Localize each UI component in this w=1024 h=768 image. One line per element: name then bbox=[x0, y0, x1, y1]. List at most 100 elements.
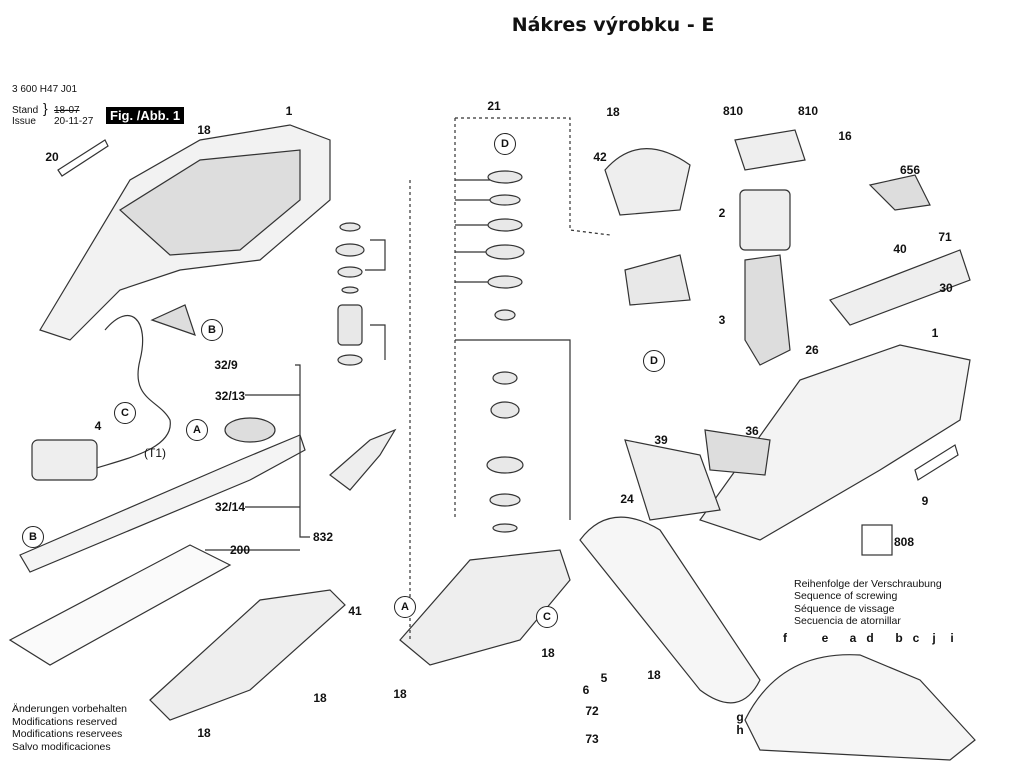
part-label: 73 bbox=[585, 732, 599, 746]
blade-assembly bbox=[19, 434, 306, 573]
callout-a: A bbox=[394, 596, 416, 618]
callout-b: B bbox=[201, 319, 223, 341]
part-label: 42 bbox=[593, 150, 607, 164]
part-label: 71 bbox=[938, 230, 952, 244]
bearing-housing bbox=[624, 254, 691, 306]
stator-2 bbox=[739, 189, 791, 251]
note-en: Modifications reserved bbox=[12, 715, 118, 728]
part-label: 18 bbox=[393, 687, 407, 701]
brace: } bbox=[43, 100, 48, 116]
leader-21 bbox=[409, 117, 611, 640]
sequence-letter: i bbox=[950, 631, 954, 645]
leader-center bbox=[365, 179, 571, 520]
sequence-letter: j bbox=[932, 631, 936, 645]
part-label: 808 bbox=[893, 535, 915, 549]
sequence-letter: c bbox=[912, 631, 920, 645]
lever-arm bbox=[329, 428, 397, 491]
part-label: 40 bbox=[893, 242, 907, 256]
bracket-832 bbox=[205, 364, 310, 551]
callout-c: C bbox=[114, 402, 136, 424]
screwing-sequence: Reihenfolge der Verschraubung Sequence o… bbox=[794, 578, 942, 627]
part-label: 18 bbox=[313, 691, 327, 705]
main-housing-1 bbox=[699, 344, 971, 541]
part-label: 41 bbox=[348, 604, 362, 618]
part-label: 16 bbox=[838, 129, 852, 143]
part-label: 1 bbox=[931, 326, 939, 340]
part-label: 3 bbox=[718, 313, 726, 327]
callout-d: D bbox=[494, 133, 516, 155]
plug-4 bbox=[31, 439, 98, 481]
sequence-drawing bbox=[744, 654, 976, 761]
cover-42 bbox=[604, 148, 691, 216]
part-label: 18 bbox=[606, 105, 620, 119]
gear-stack bbox=[335, 170, 525, 533]
callout-a: A bbox=[186, 419, 208, 441]
front-handle-24 bbox=[579, 516, 761, 704]
part-label: 36 bbox=[745, 424, 759, 438]
sequence-en: Sequence of screwing bbox=[794, 590, 898, 603]
part-label: 32/13 bbox=[214, 389, 246, 403]
brush-holder bbox=[734, 129, 806, 171]
housing-41 bbox=[149, 589, 346, 721]
part-label: 18 bbox=[197, 726, 211, 740]
modifications-note: Änderungen vorbehalten Modifications res… bbox=[12, 703, 127, 753]
callout-b: B bbox=[22, 526, 44, 548]
part-label: 18 bbox=[541, 646, 555, 660]
sequence-de: Reihenfolge der Verschraubung bbox=[794, 578, 942, 590]
part-number: 3 600 H47 J01 bbox=[12, 84, 78, 95]
gearbox-base bbox=[399, 549, 571, 666]
part-label: 32/14 bbox=[214, 500, 246, 514]
sequence-letter: h bbox=[736, 723, 744, 737]
sequence-letter: d bbox=[866, 631, 874, 645]
part-label: 30 bbox=[939, 281, 953, 295]
callout-c: C bbox=[536, 606, 558, 628]
page-title: Nákres výrobku - E bbox=[511, 14, 715, 36]
sequence-letter: g bbox=[736, 710, 744, 724]
part-label: (T1) bbox=[144, 446, 166, 460]
deflector bbox=[150, 304, 196, 336]
part-label: 39 bbox=[654, 433, 668, 447]
sequence-letter: a bbox=[849, 631, 857, 645]
part-label: 4 bbox=[94, 419, 102, 433]
stand-date: 18-07 bbox=[54, 105, 80, 116]
note-de: Änderungen vorbehalten bbox=[12, 703, 128, 715]
part-label: 832 bbox=[312, 530, 334, 544]
part-label: 5 bbox=[600, 671, 608, 685]
sequence-letter: e bbox=[821, 631, 829, 645]
part-label: 20 bbox=[45, 150, 59, 164]
sequence-es: Secuencia de atornillar bbox=[794, 614, 901, 627]
armature-3 bbox=[744, 254, 791, 366]
part-label: 9 bbox=[921, 494, 929, 508]
figure-badge: Fig. /Abb. 1 bbox=[106, 107, 185, 124]
part-label: 21 bbox=[487, 99, 501, 113]
note-es: Salvo modificaciones bbox=[12, 740, 111, 753]
part-label: 1 bbox=[285, 104, 293, 118]
sequence-fr: Séquence de vissage bbox=[794, 602, 895, 615]
part-label: 24 bbox=[620, 492, 634, 506]
part-label: 18 bbox=[647, 668, 661, 682]
cable bbox=[89, 315, 171, 471]
part-label: 810 bbox=[722, 104, 744, 118]
guard-200 bbox=[8, 544, 232, 666]
sequence-letter: f bbox=[783, 631, 787, 645]
part-label: 18 bbox=[197, 123, 211, 137]
part-label: 200 bbox=[229, 543, 251, 557]
note-fr: Modifications reservees bbox=[12, 728, 123, 740]
label-808 bbox=[861, 524, 893, 556]
part-label: 72 bbox=[585, 704, 599, 718]
sequence-letter: b bbox=[895, 631, 903, 645]
part-label: 810 bbox=[797, 104, 819, 118]
handle-30 bbox=[829, 249, 971, 326]
stand-label: Stand bbox=[12, 105, 39, 116]
label-9 bbox=[914, 444, 959, 481]
part-label: 26 bbox=[805, 343, 819, 357]
callout-d: D bbox=[643, 350, 665, 372]
grip-36 bbox=[704, 429, 771, 476]
part-656 bbox=[868, 174, 931, 211]
part-label: 6 bbox=[582, 683, 590, 697]
part-label: 32/9 bbox=[214, 358, 238, 372]
strip-20 bbox=[57, 139, 109, 177]
gear-wheel bbox=[224, 417, 276, 443]
cover-39 bbox=[624, 439, 721, 521]
